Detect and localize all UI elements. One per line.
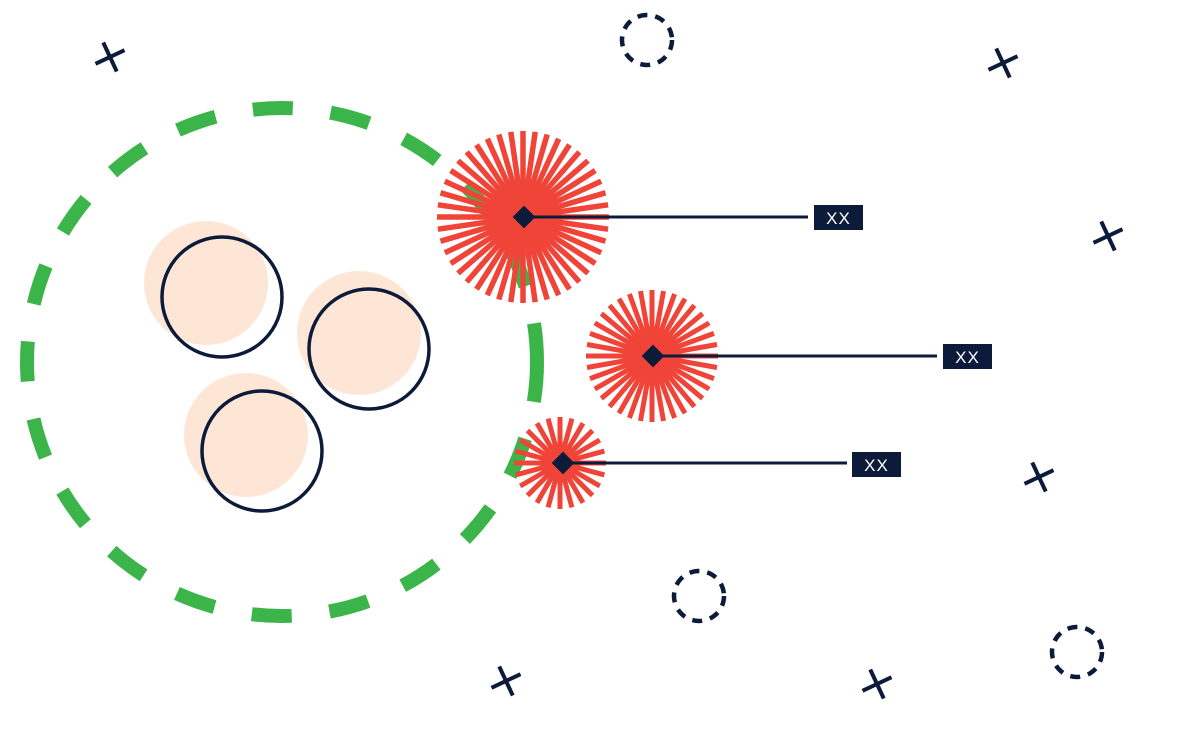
cross-icon xyxy=(987,47,1019,79)
cell-2 xyxy=(297,271,431,411)
cells-group xyxy=(144,221,431,513)
cell-3 xyxy=(184,373,324,513)
label-box-3: XX xyxy=(852,452,901,477)
burst-ray xyxy=(522,202,609,220)
diamond-marker-2 xyxy=(641,344,665,368)
label-box-1: XX xyxy=(814,205,863,230)
cross-icon xyxy=(490,665,522,697)
label-text-3: XX xyxy=(864,456,889,475)
dashed-circle-icon xyxy=(671,568,727,624)
label-text-1: XX xyxy=(826,209,851,228)
dashed-boundary xyxy=(20,101,544,623)
burst-ray xyxy=(651,342,718,359)
label-text-2: XX xyxy=(955,348,980,367)
dashed-circle-icon xyxy=(619,12,675,68)
label-box-2: XX xyxy=(943,344,992,369)
cross-icon xyxy=(1092,220,1124,252)
cross-icon xyxy=(94,41,126,73)
diamond-marker-3 xyxy=(551,451,575,475)
burst-medium xyxy=(586,290,718,422)
dashed-circle-icon xyxy=(1049,624,1105,680)
cross-icon xyxy=(861,668,893,700)
cell-1 xyxy=(144,221,284,359)
cross-icon xyxy=(1023,461,1055,493)
